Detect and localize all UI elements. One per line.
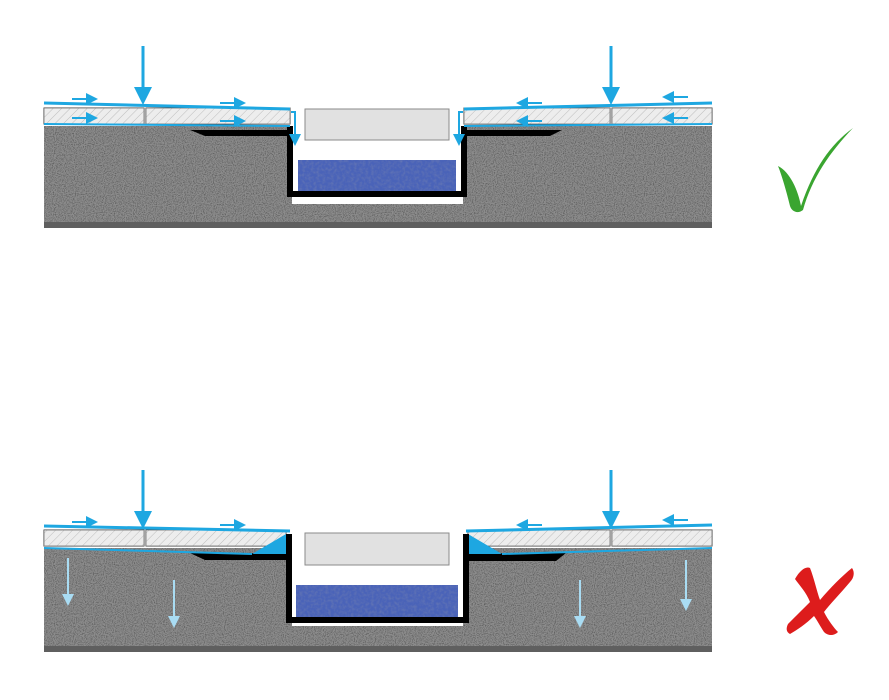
drain-channel bbox=[286, 532, 469, 623]
surface-water-flow bbox=[43, 470, 713, 555]
diagram-wrong bbox=[43, 470, 854, 652]
seepage-into-ground bbox=[62, 558, 692, 628]
surface-water-flow bbox=[43, 46, 713, 146]
diagram-correct bbox=[43, 46, 853, 228]
paving-left bbox=[43, 529, 287, 560]
paving-right bbox=[467, 529, 713, 561]
drain-channel bbox=[287, 108, 467, 197]
paving-right bbox=[463, 107, 713, 136]
cross-mark-icon bbox=[786, 567, 854, 635]
check-mark-icon bbox=[778, 128, 853, 213]
